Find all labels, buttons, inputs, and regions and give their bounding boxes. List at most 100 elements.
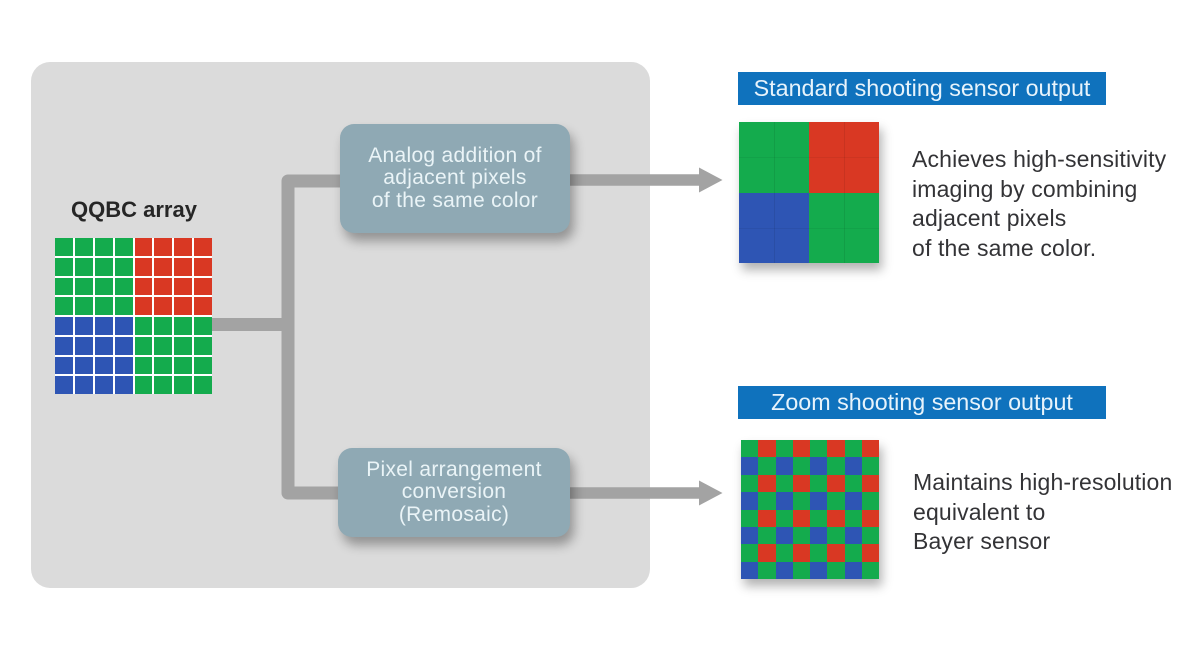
pixel-cell [194, 336, 212, 355]
pixel-cell [134, 356, 153, 375]
pixel-cell [174, 257, 193, 276]
pixel-cell [194, 317, 212, 335]
pixel-cell [741, 457, 759, 475]
pixel-cell [154, 277, 173, 296]
pixel-cell [741, 526, 759, 545]
standard-output-description: Achieves high-sensitivity imaging by com… [912, 145, 1166, 263]
pixel-cell [194, 297, 212, 315]
pixel-cell [94, 376, 113, 394]
pixel-cell [810, 544, 828, 562]
pixel-cell [809, 122, 879, 193]
pixel-cell [827, 509, 845, 527]
pixel-cell [174, 238, 193, 256]
pixel-cell [74, 277, 93, 296]
standard-output-header: Standard shooting sensor output [738, 72, 1106, 105]
pixel-cell [792, 440, 810, 458]
pixel-cell [114, 317, 133, 335]
pixel-cell [741, 561, 759, 579]
pixel-cell [154, 356, 173, 375]
pixel-cell [792, 526, 810, 545]
pixel-cell [792, 474, 810, 493]
pixel-cell [154, 257, 173, 276]
pixel-cell [844, 526, 862, 545]
pixel-cell [758, 561, 776, 579]
pixel-cell [810, 509, 828, 527]
pixel-cell [758, 544, 776, 562]
pixel-cell [827, 526, 845, 545]
pixel-cell [55, 356, 73, 375]
remosaic-line-1: Pixel arrangement [366, 457, 542, 481]
pixel-cell [844, 440, 862, 458]
pixel-cell [114, 277, 133, 296]
pixel-cell [55, 376, 73, 394]
pixel-cell [810, 440, 828, 458]
pixel-cell [174, 376, 193, 394]
pixel-cell [74, 257, 93, 276]
pixel-cell [194, 277, 212, 296]
pixel-cell [775, 457, 793, 475]
pixel-cell [741, 474, 759, 493]
pixel-cell [94, 238, 113, 256]
connector-bracket [281, 174, 352, 500]
pixel-cell [861, 474, 879, 493]
pixel-cell [55, 297, 73, 315]
qqbc-array-label: QQBC array [71, 197, 197, 222]
pixel-cell [758, 509, 776, 527]
standard-output-grid [739, 122, 879, 263]
pixel-cell [810, 492, 828, 510]
pixel-cell [194, 257, 212, 276]
pixel-cell [844, 492, 862, 510]
pixel-cell [792, 509, 810, 527]
pixel-cell [861, 440, 879, 458]
pixel-cell [134, 376, 153, 394]
pixel-cell [174, 356, 193, 375]
zoom-description-line-1: Maintains high-resolution [913, 469, 1173, 495]
zoom-description-line-2: equivalent to [913, 498, 1046, 525]
pixel-cell [55, 277, 73, 296]
pixel-cell [114, 336, 133, 355]
pixel-cell [758, 474, 776, 493]
pixel-cell [55, 238, 73, 256]
pixel-cell [861, 561, 879, 579]
pixel-cell [739, 122, 809, 193]
pixel-cell [74, 238, 93, 256]
pixel-cell [94, 277, 113, 296]
pixel-cell [792, 457, 810, 475]
pixel-cell [94, 297, 113, 315]
analog-addition-line-1: Analog addition of [368, 143, 542, 167]
pixel-cell [861, 544, 879, 562]
pixel-cell [792, 544, 810, 562]
pixel-cell [741, 509, 759, 527]
pixel-cell [154, 317, 173, 335]
pixel-cell [74, 317, 93, 335]
pixel-cell [861, 526, 879, 545]
pixel-cell [174, 297, 193, 315]
pixel-cell [827, 561, 845, 579]
remosaic-line-2: conversion [401, 480, 507, 504]
pixel-cell [775, 544, 793, 562]
pixel-cell [844, 474, 862, 493]
pixel-cell [194, 376, 212, 394]
pixel-cell [827, 440, 845, 458]
pixel-cell [861, 492, 879, 510]
pixel-cell [775, 561, 793, 579]
pixel-cell [775, 440, 793, 458]
pixel-cell [154, 238, 173, 256]
zoom-output-grid [741, 440, 879, 579]
pixel-cell [134, 257, 153, 276]
pixel-cell [74, 297, 93, 315]
pixel-cell [861, 509, 879, 527]
pixel-cell [809, 192, 879, 263]
remosaic-line-3: (Remosaic) [398, 502, 510, 526]
pixel-cell [741, 544, 759, 562]
pixel-cell [74, 356, 93, 375]
pixel-cell [55, 317, 73, 335]
pixel-cell [775, 474, 793, 493]
pixel-cell [810, 457, 828, 475]
pixel-cell [792, 561, 810, 579]
pixel-cell [74, 336, 93, 355]
pixel-cell [775, 492, 793, 510]
pixel-cell [810, 474, 828, 493]
pixel-cell [810, 561, 828, 579]
